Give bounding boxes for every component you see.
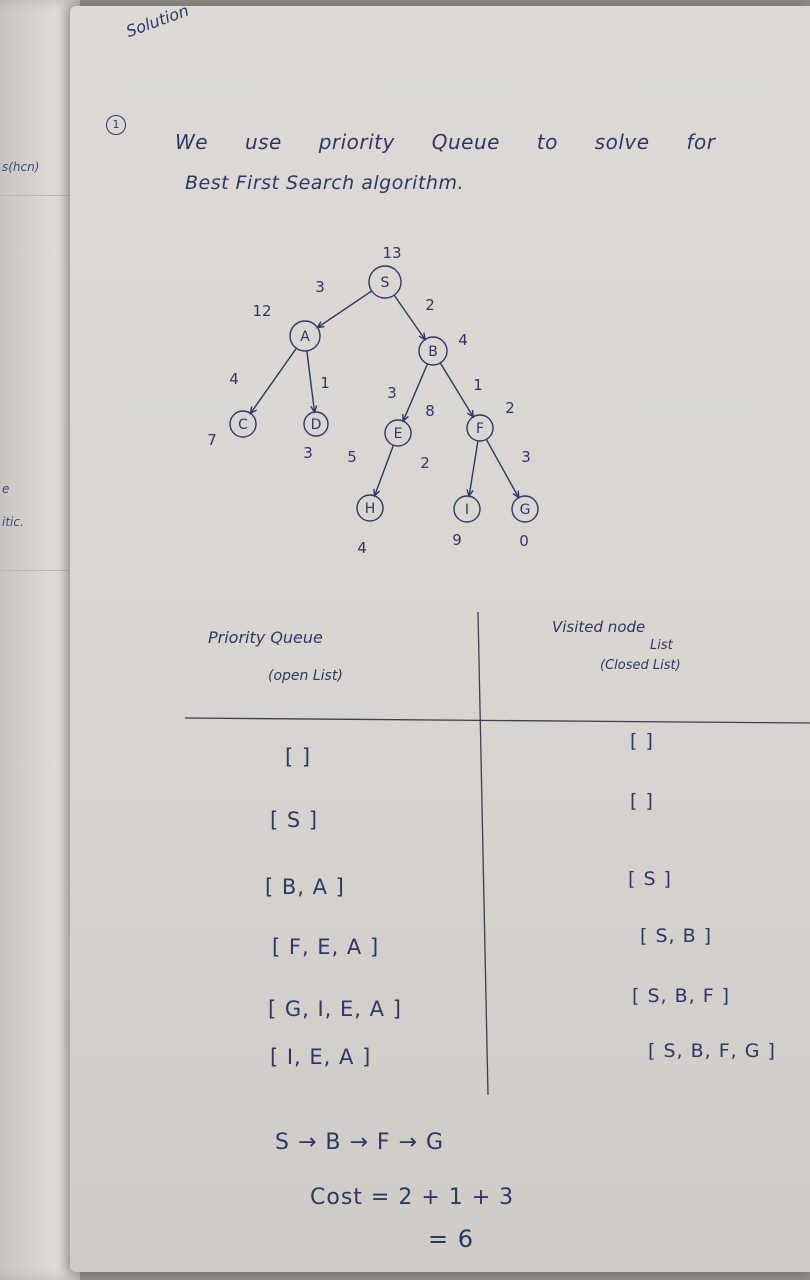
- intro-line-2: Best First Search algorithm.: [185, 172, 464, 194]
- tree-edge: [393, 294, 426, 340]
- tree-node: [453, 495, 481, 523]
- tree-node-label: B: [428, 344, 438, 360]
- edge-cost-label: 5: [347, 448, 357, 466]
- tree-node-label: S: [381, 275, 390, 291]
- open-list-title: Priority Queue: [208, 628, 323, 647]
- tree-node: [356, 494, 384, 522]
- tree-edge: [468, 440, 479, 497]
- tree-edge: [485, 439, 520, 498]
- closed-list-row: [ ]: [630, 730, 654, 752]
- heuristic-label: 4: [458, 331, 468, 349]
- tree-node-label: A: [300, 329, 310, 345]
- left-page-fragment: itic.: [2, 515, 24, 529]
- closed-list-row: [ ]: [630, 790, 654, 812]
- open-list-row: [ ]: [285, 745, 312, 769]
- heuristic-label: 13: [382, 244, 401, 262]
- open-list-row: [ F, E, A ]: [272, 935, 380, 959]
- tree-node-label: C: [238, 417, 248, 433]
- tree-node-label: E: [394, 426, 403, 442]
- edge-cost-label: 1: [473, 376, 483, 394]
- tree-edge: [373, 444, 395, 497]
- open-list-row: [ S ]: [270, 808, 319, 832]
- heuristic-label: 8: [425, 402, 435, 420]
- tree-node-label: F: [476, 421, 484, 437]
- tree-edge: [306, 350, 316, 413]
- open-list-row: [ I, E, A ]: [270, 1045, 372, 1069]
- edge-cost-label: 3: [387, 384, 397, 402]
- path-cost: Cost = 2 + 1 + 3: [310, 1185, 515, 1210]
- tree-node: [511, 495, 539, 523]
- tree-node: [466, 414, 494, 442]
- tree-edge: [439, 362, 474, 418]
- tree-edge: [317, 290, 373, 329]
- edge-cost-label: 3: [521, 448, 531, 466]
- open-list-row: [ G, I, E, A ]: [268, 997, 402, 1021]
- closed-list-row: [ S, B, F, G ]: [648, 1040, 776, 1062]
- heuristic-label: 3: [303, 444, 313, 462]
- heuristic-label: 7: [207, 431, 217, 449]
- table-header-rule: [184, 717, 810, 724]
- tree-node-label: I: [465, 502, 469, 518]
- total-cost: = 6: [428, 1225, 475, 1253]
- tree-node: [289, 320, 321, 352]
- left-notebook-page: s(hcn) e itic.: [0, 0, 80, 1280]
- edge-cost-label: 2: [505, 399, 515, 417]
- closed-list-subtitle: (Closed List): [600, 658, 681, 673]
- edge-cost-label: 1: [320, 374, 330, 392]
- heuristic-label: 0: [519, 532, 529, 550]
- heuristic-label: 4: [357, 539, 367, 557]
- tree-edge: [402, 363, 429, 422]
- closed-list-subtitle: List: [650, 638, 673, 653]
- heuristic-label: 12: [252, 302, 271, 320]
- closed-list-title: Visited node: [552, 618, 646, 636]
- tree-node: [303, 411, 329, 437]
- tree-node-label: G: [520, 502, 531, 518]
- tree-node: [418, 336, 448, 366]
- closed-list-row: [ S ]: [628, 868, 672, 890]
- tree-edge: [249, 347, 297, 414]
- edge-cost-label: 2: [425, 296, 435, 314]
- left-page-fragment: e: [2, 482, 10, 496]
- edge-cost-label: 3: [315, 278, 325, 296]
- heuristic-label: 2: [420, 454, 430, 472]
- intro-line-1: We use priority Queue to solve for: [175, 130, 716, 154]
- tree-node: [384, 419, 412, 447]
- left-page-fragment: s(hcn): [2, 160, 40, 174]
- closed-list-row: [ S, B ]: [640, 925, 713, 947]
- tree-node-label: D: [311, 417, 322, 433]
- open-list-subtitle: (open List): [268, 668, 343, 684]
- left-page-rule: [0, 570, 70, 571]
- heuristic-label: 9: [452, 531, 462, 549]
- open-list-row: [ B, A ]: [265, 875, 345, 899]
- table-divider: [477, 611, 489, 1096]
- tree-node: [229, 410, 257, 438]
- closed-list-row: [ S, B, F ]: [632, 985, 731, 1007]
- edge-cost-label: 4: [229, 370, 239, 388]
- tree-node-label: H: [365, 501, 376, 517]
- notebook-page: [70, 6, 810, 1272]
- tree-node: [368, 265, 402, 299]
- question-number: 1: [106, 115, 126, 135]
- left-page-rule: [0, 195, 70, 196]
- solution-path: S → B → F → G: [275, 1130, 445, 1155]
